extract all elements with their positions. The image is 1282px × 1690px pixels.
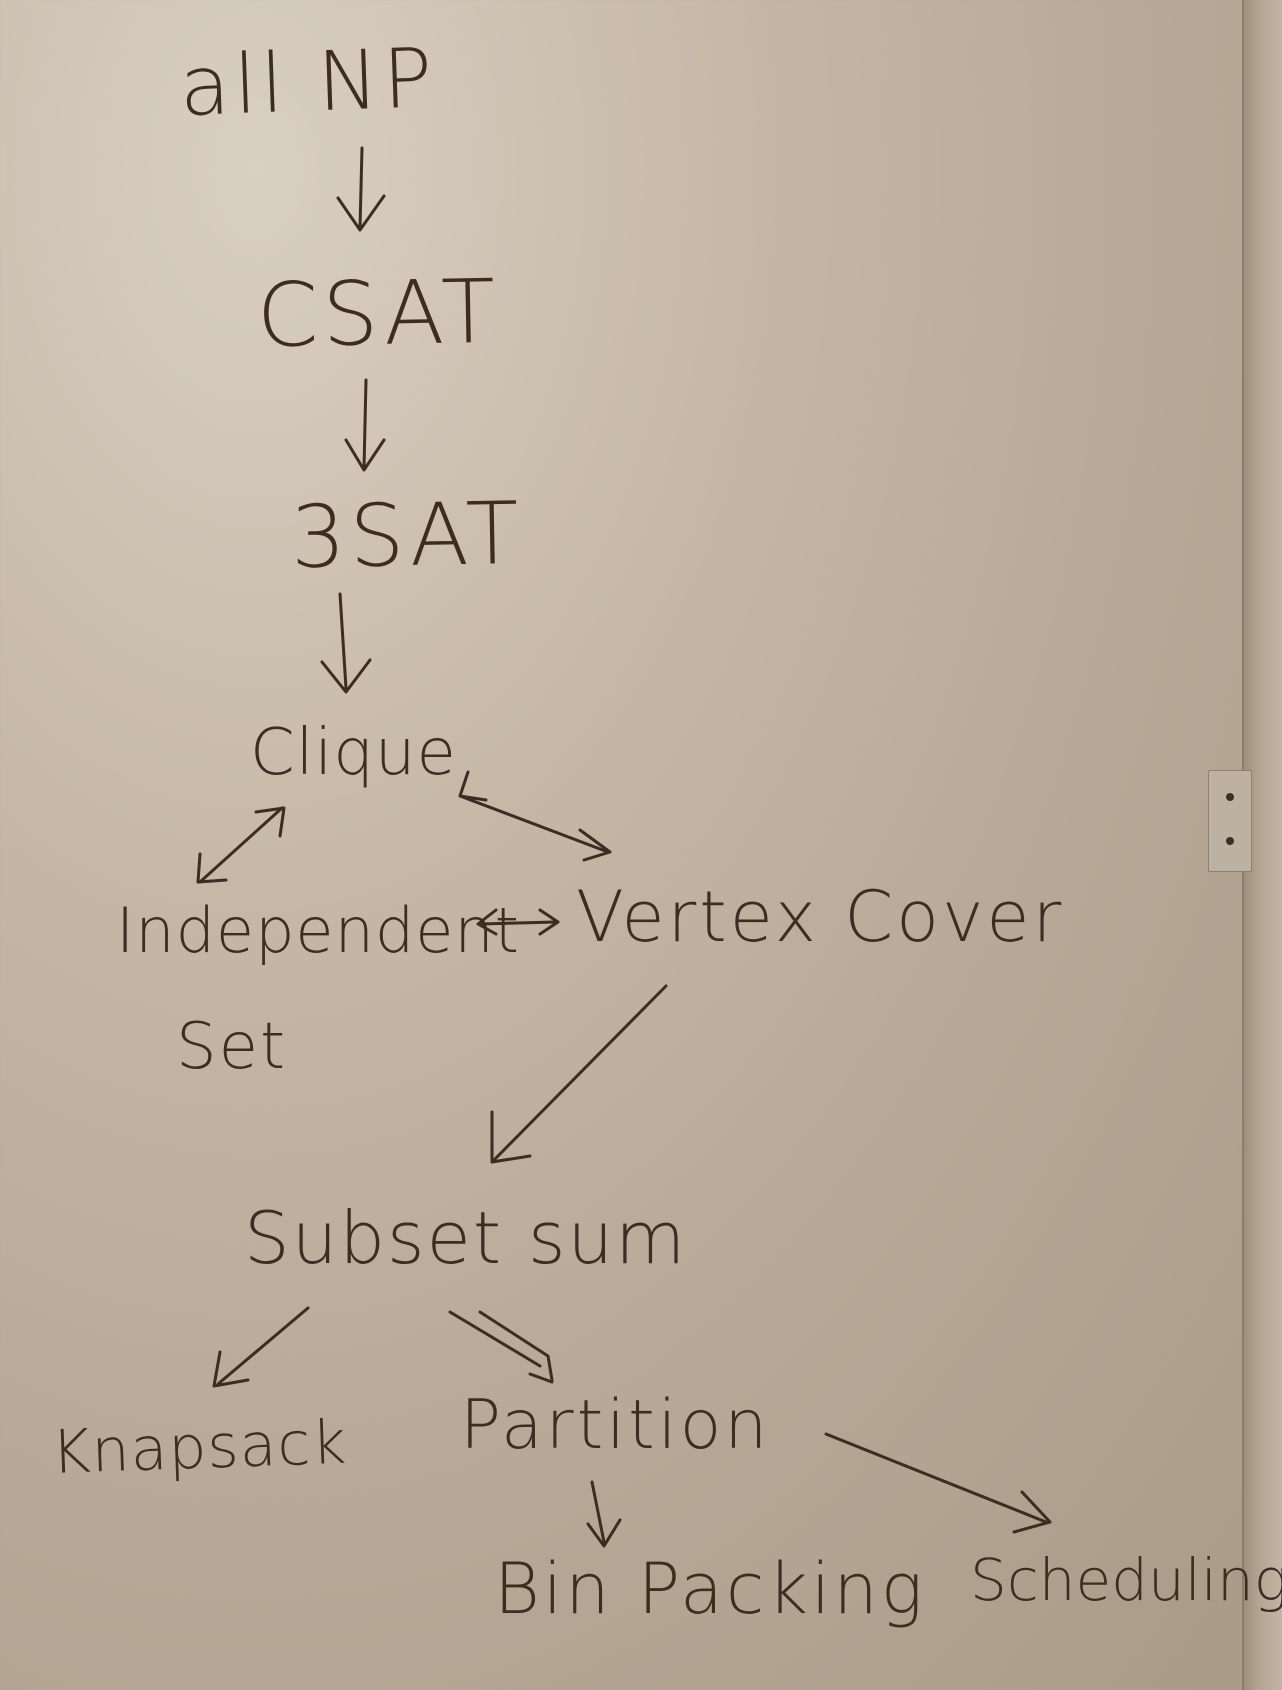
node-vertex-cover: Vertex Cover (576, 876, 1065, 958)
node-csat: CSAT (256, 259, 500, 367)
arrow-partition-to-scheduling (824, 1432, 1052, 1534)
arrow-subsetsum-to-knapsack (212, 1306, 310, 1388)
door-hinge (1208, 770, 1252, 872)
arrow-partition-to-binpacking (586, 1480, 622, 1548)
node-independent-set-line1: Independent (116, 894, 520, 967)
node-clique: Clique (250, 716, 457, 790)
arrow-independent-vertex-cover (476, 908, 560, 936)
node-3sat: 3SAT (290, 483, 524, 588)
hinge-screw (1226, 793, 1234, 801)
arrow-clique-independent-set (196, 806, 286, 884)
arrow-3sat-to-clique (320, 592, 372, 694)
node-independent-set-line2: Set (176, 1010, 288, 1084)
node-partition: Partition (460, 1386, 771, 1465)
arrow-csat-to-3sat (344, 378, 386, 472)
arrow-subsetsum-to-partition (448, 1310, 554, 1384)
node-bin-packing: Bin Packing (494, 1548, 926, 1630)
node-subset-sum: Subset sum (244, 1196, 688, 1280)
arrow-vertexcover-to-subsetsum (490, 984, 668, 1164)
node-all-np: all NP (178, 31, 438, 135)
node-scheduling: Scheduling (970, 1546, 1282, 1614)
hinge-screw (1226, 837, 1234, 845)
node-knapsack: Knapsack (50, 1407, 349, 1488)
arrow-clique-vertex-cover (458, 770, 612, 862)
arrow-allnp-to-csat (336, 146, 386, 232)
